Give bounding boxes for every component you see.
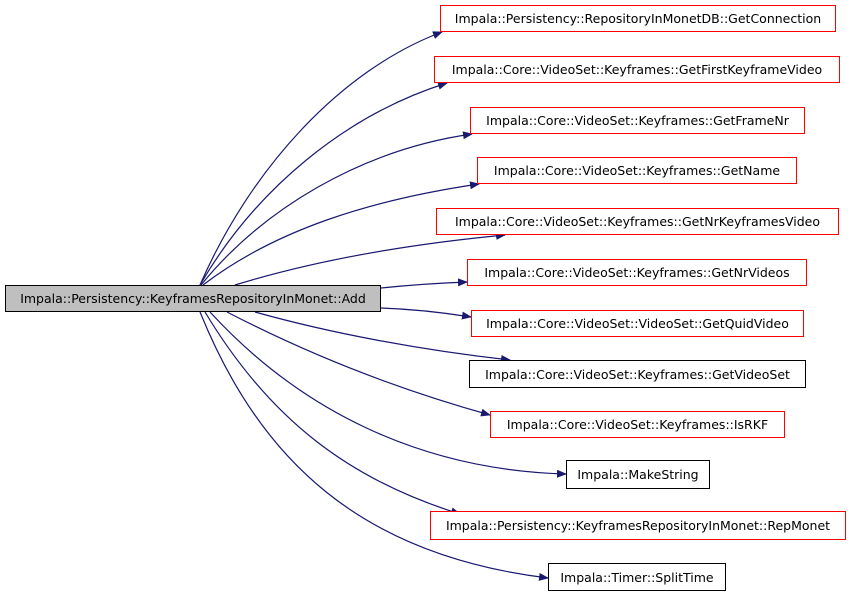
call-edge-1 bbox=[199, 31, 443, 286]
call-edge-8 bbox=[254, 311, 511, 363]
call-edge-4 bbox=[202, 181, 480, 286]
callee-node-label: Impala::Timer::SplitTime bbox=[560, 569, 714, 585]
callee-node-is-rkf[interactable]: Impala::Core::VideoSet::Keyframes::IsRKF bbox=[490, 411, 785, 438]
call-edge-2 bbox=[199, 81, 448, 286]
root-node: Impala::Persistency::KeyframesRepository… bbox=[5, 285, 381, 312]
callee-node-get-nr-keyframes-video[interactable]: Impala::Core::VideoSet::Keyframes::GetNr… bbox=[436, 208, 839, 235]
callee-node-get-quid-video[interactable]: Impala::Core::VideoSet::VideoSet::GetQui… bbox=[471, 310, 804, 337]
callee-node-label: Impala::Core::VideoSet::Keyframes::GetNr… bbox=[484, 265, 790, 280]
callee-node-label: Impala::MakeString bbox=[577, 467, 699, 482]
call-edge-3 bbox=[200, 131, 473, 286]
call-edge-11 bbox=[204, 311, 461, 516]
callee-node-make-string[interactable]: Impala::MakeString bbox=[566, 460, 710, 489]
callee-node-get-connection[interactable]: Impala::Persistency::RepositoryInMonetDB… bbox=[440, 5, 836, 32]
callee-node-get-video-set[interactable]: Impala::Core::VideoSet::Keyframes::GetVi… bbox=[469, 360, 806, 388]
call-edge-6 bbox=[380, 278, 468, 289]
callee-node-label: Impala::Core::VideoSet::Keyframes::GetNr… bbox=[454, 214, 821, 229]
root-node-label: Impala::Persistency::KeyframesRepository… bbox=[20, 291, 366, 306]
callee-node-label: Impala::Core::VideoSet::Keyframes::GetFr… bbox=[486, 113, 789, 128]
callee-node-label: Impala::Persistency::KeyframesRepository… bbox=[445, 518, 831, 533]
callee-node-get-first-keyframe-video[interactable]: Impala::Core::VideoSet::Keyframes::GetFi… bbox=[434, 56, 840, 83]
callee-node-rep-monet[interactable]: Impala::Persistency::KeyframesRepository… bbox=[430, 511, 846, 540]
callee-node-label: Impala::Core::VideoSet::Keyframes::GetNa… bbox=[493, 163, 781, 178]
call-edge-10 bbox=[209, 311, 567, 478]
callee-node-label: Impala::Core::VideoSet::Keyframes::IsRKF bbox=[506, 417, 769, 432]
call-edge-5 bbox=[234, 231, 506, 286]
callee-node-label: Impala::Core::VideoSet::Keyframes::GetFi… bbox=[451, 62, 823, 77]
callee-node-label: Impala::Core::VideoSet::Keyframes::GetVi… bbox=[485, 366, 790, 382]
call-edge-9 bbox=[226, 311, 491, 417]
callee-node-split-time[interactable]: Impala::Timer::SplitTime bbox=[548, 563, 726, 591]
call-edge-12 bbox=[199, 311, 549, 581]
callee-node-get-nr-videos[interactable]: Impala::Core::VideoSet::Keyframes::GetNr… bbox=[467, 259, 807, 286]
callee-node-label: Impala::Core::VideoSet::VideoSet::GetQui… bbox=[486, 316, 789, 331]
callee-node-label: Impala::Persistency::RepositoryInMonetDB… bbox=[454, 11, 822, 26]
callee-node-get-name[interactable]: Impala::Core::VideoSet::Keyframes::GetNa… bbox=[477, 157, 797, 184]
callee-node-get-frame-nr[interactable]: Impala::Core::VideoSet::Keyframes::GetFr… bbox=[470, 107, 805, 134]
call-edge-7 bbox=[380, 307, 472, 320]
